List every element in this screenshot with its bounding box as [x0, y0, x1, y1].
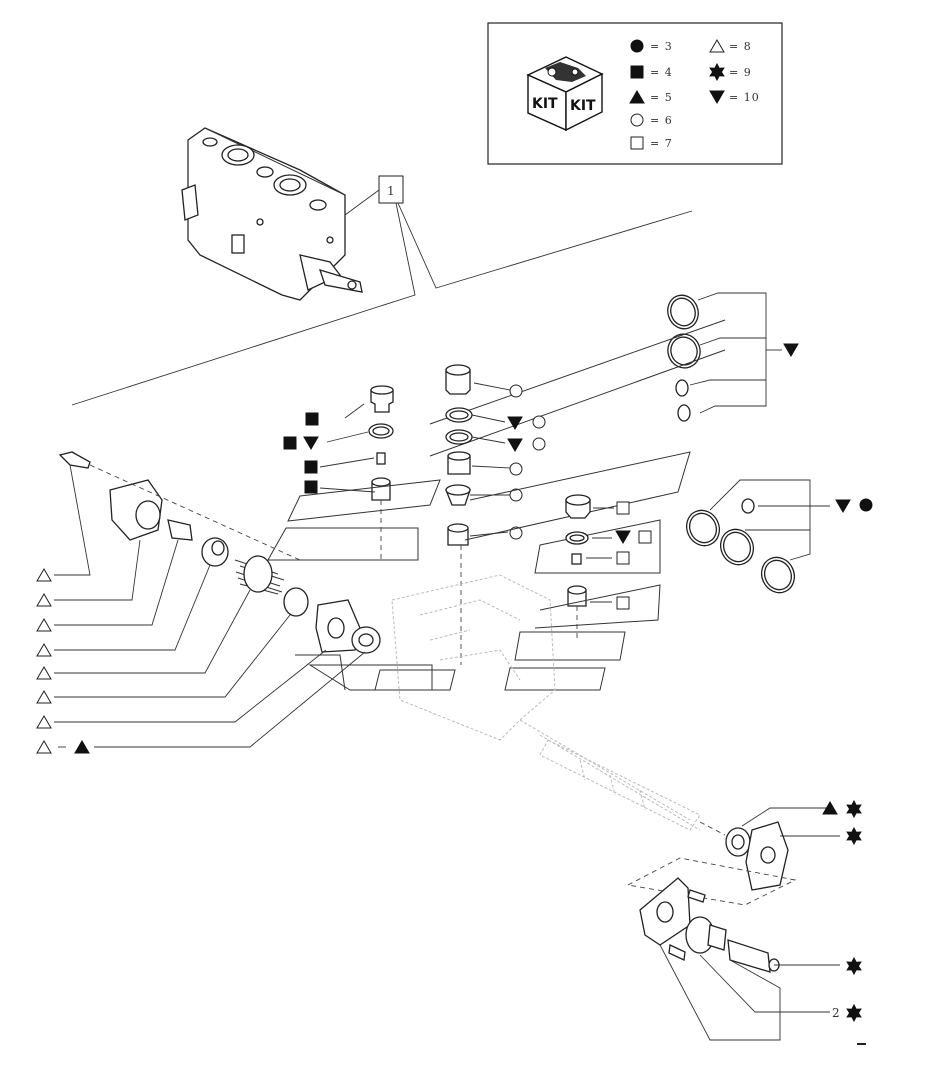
legend-text-7: = 7 [650, 137, 673, 150]
star-icon [846, 827, 862, 845]
o-ring-group-top [667, 294, 701, 422]
ref-label-2: 2 [832, 1006, 840, 1020]
open-circle-icon [630, 113, 644, 127]
circle-icon [509, 384, 523, 398]
kit-label-right: KIT [570, 98, 596, 114]
open-triangle-icon [36, 593, 52, 607]
circle-icon [509, 462, 523, 476]
star-icon [846, 1004, 862, 1022]
filled-circle-icon [630, 39, 644, 53]
legend-box: KIT KIT = 3 = 4 = 5 = 6 = 7 = 8 = 9 = 10 [487, 22, 783, 165]
open-triangle-icon [36, 643, 52, 657]
open-square-icon [616, 596, 630, 610]
o-ring-group-right [685, 498, 796, 594]
valve-body-ghost [391, 574, 701, 831]
star-icon [846, 957, 862, 975]
legend-text-9: = 9 [729, 66, 752, 79]
filled-triangle-icon [74, 740, 90, 754]
kit-box-icon: KIT KIT [526, 56, 604, 132]
spool-shaft [539, 739, 701, 831]
square-icon [304, 480, 318, 494]
open-triangle-icon [36, 690, 52, 704]
open-triangle-icon [36, 568, 52, 582]
valve-body-overview [181, 127, 363, 301]
open-square-icon [638, 530, 652, 544]
open-triangle-icon [36, 715, 52, 729]
down-triangle-icon [615, 530, 631, 544]
down-triangle-icon [783, 343, 799, 357]
legend-text-4: = 4 [650, 66, 673, 79]
spool-parts-left [58, 451, 381, 654]
plug-stack-left [368, 385, 394, 501]
star-icon [846, 800, 862, 818]
open-triangle-icon [36, 666, 52, 680]
legend-text-6: = 6 [650, 114, 673, 127]
down-triangle-icon [303, 436, 319, 450]
kit-label-left: KIT [532, 96, 558, 112]
legend-text-10: = 10 [729, 91, 760, 104]
open-triangle-icon [36, 618, 52, 632]
filled-circle-icon [859, 498, 873, 512]
legend-text-3: = 3 [650, 40, 673, 53]
open-square-icon [616, 551, 630, 565]
legend-text-8: = 8 [729, 40, 752, 53]
ref-label-1: 1 [387, 184, 395, 198]
open-triangle-icon [36, 740, 52, 754]
circle-icon [532, 415, 546, 429]
down-triangle-icon [835, 499, 851, 513]
filled-square-icon [630, 65, 644, 79]
legend-text-5: = 5 [650, 91, 673, 104]
open-square-icon [616, 501, 630, 515]
plug-stack-middle [445, 364, 473, 546]
ref-box-1: 1 [378, 175, 404, 204]
down-triangle-icon [507, 438, 523, 452]
circle-icon [532, 437, 546, 451]
square-icon [305, 412, 319, 426]
square-icon [304, 460, 318, 474]
open-square-icon [630, 136, 644, 150]
plug-stack-right [565, 494, 591, 607]
end-cap-parts [626, 821, 797, 973]
square-icon [283, 436, 297, 450]
